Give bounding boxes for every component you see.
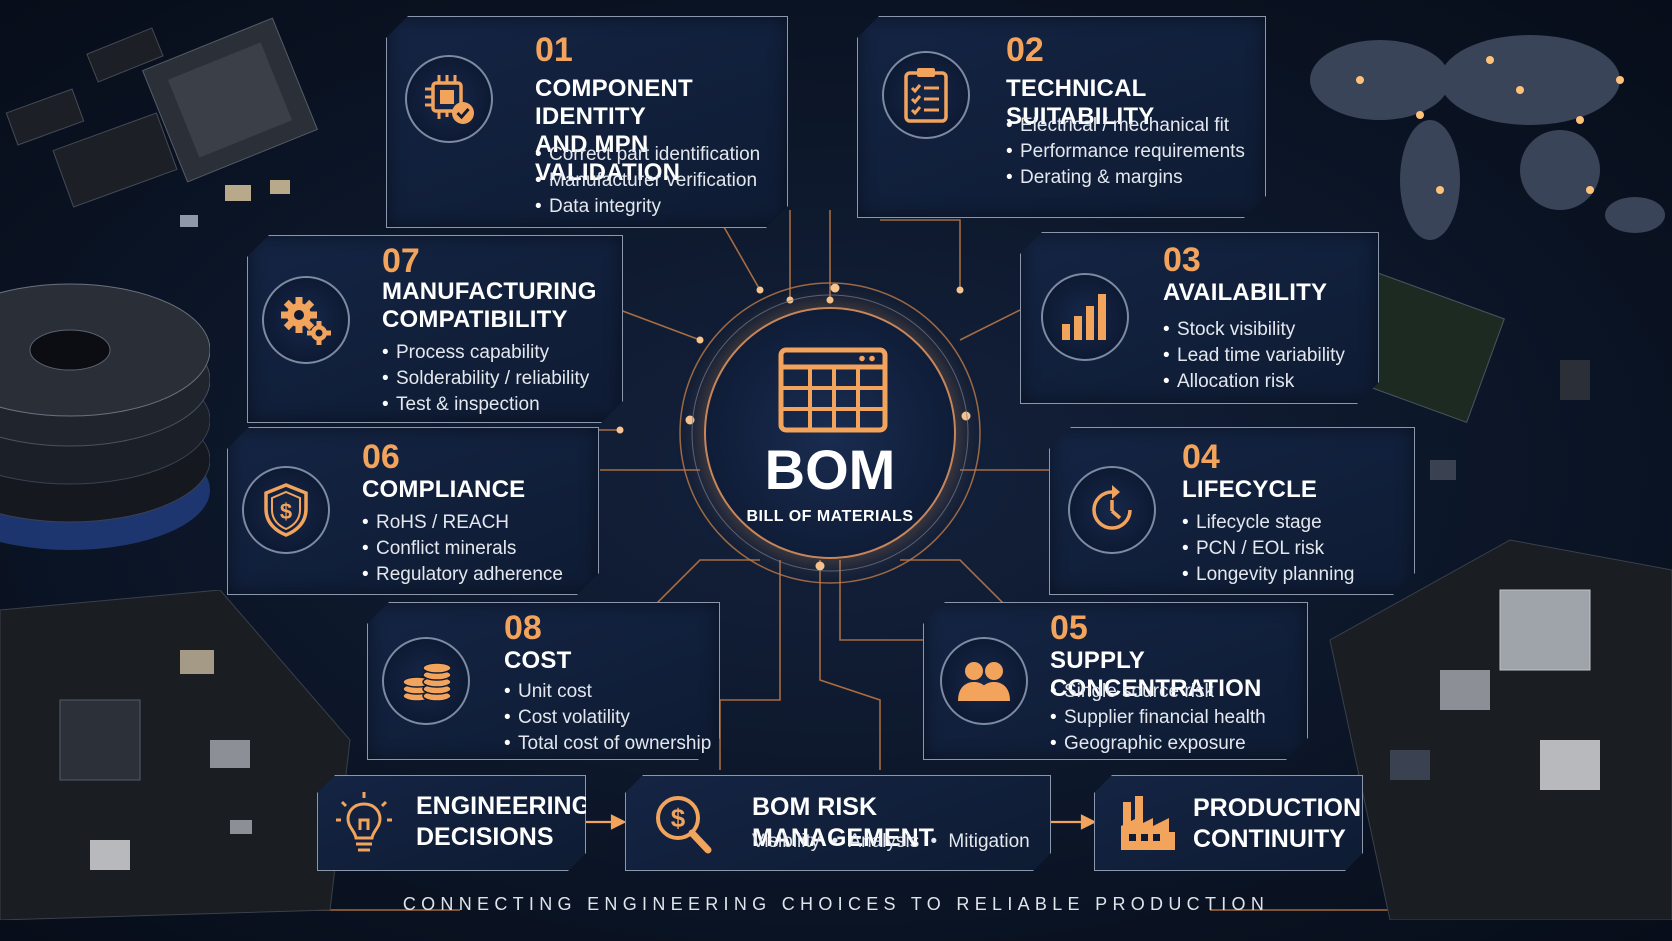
shield-dollar-icon: $ [260, 481, 312, 539]
card-08-title: COST [504, 647, 572, 674]
card-04-lifecycle: 04 LIFECYCLE Lifecycle stage PCN / EOL r… [1049, 427, 1415, 595]
card-04-title: LIFECYCLE [1182, 476, 1318, 503]
list-item: PCN / EOL risk [1182, 536, 1354, 562]
bar-chart-icon [1058, 290, 1112, 344]
lightbulb-icon [336, 792, 392, 858]
svg-text:$: $ [280, 499, 292, 524]
card-08-cost: 08 COST Unit cost Cost volatility Total … [367, 602, 720, 760]
list-item: Cost volatility [504, 705, 711, 731]
list-item: Electrical / mechanical fit [1006, 113, 1245, 139]
bom-risk-management-title: BOM RISK MANAGEMENT [752, 793, 934, 852]
card-05-list: Single source risk Supplier financial he… [1050, 679, 1266, 757]
list-item: Regulatory adherence [362, 562, 563, 588]
card-07-number: 07 [382, 242, 420, 280]
card-03-icon-ring [1041, 273, 1129, 361]
list-item: Geographic exposure [1050, 731, 1266, 757]
card-06-icon-ring: $ [242, 466, 330, 554]
gears-icon [277, 291, 335, 349]
footer-tagline: CONNECTING ENGINEERING CHOICES TO RELIAB… [402, 894, 1270, 914]
factory-icon [1119, 796, 1177, 852]
svg-text:$: $ [671, 803, 686, 833]
card-03-title: AVAILABILITY [1163, 279, 1328, 306]
card-01-list: Correct part identification Manufacturer… [535, 142, 760, 220]
list-item: Lead time variability [1163, 343, 1345, 369]
bom-subtitle: BILL OF MATERIALS [746, 508, 914, 525]
card-06-list: RoHS / REACH Conflict minerals Regulator… [362, 510, 563, 588]
list-item: RoHS / REACH [362, 510, 563, 536]
card-02-icon-ring [882, 51, 970, 139]
list-item: Stock visibility [1163, 317, 1345, 343]
list-item: Supplier financial health [1050, 705, 1266, 731]
list-item: Performance requirements [1006, 139, 1245, 165]
world-map-decoration [1310, 35, 1665, 240]
clock-cycle-icon [1084, 482, 1140, 538]
card-05-number: 05 [1050, 609, 1088, 647]
card-06-title: COMPLIANCE [362, 476, 526, 503]
card-03-availability: 03 AVAILABILITY Stock visibility Lead ti… [1020, 232, 1379, 404]
card-06-compliance: $ 06 COMPLIANCE RoHS / REACH Conflict mi… [227, 427, 599, 595]
card-04-list: Lifecycle stage PCN / EOL risk Longevity… [1182, 510, 1354, 588]
spreadsheet-icon [778, 347, 888, 433]
list-item: Correct part identification [535, 142, 760, 168]
card-07-list: Process capability Solderability / relia… [382, 340, 589, 418]
card-08-number: 08 [504, 609, 542, 647]
dollar-magnifier-icon: $ [652, 792, 714, 856]
list-item: Manufacturer verification [535, 168, 760, 194]
card-05-icon-ring [940, 637, 1028, 725]
card-07-icon-ring [262, 276, 350, 364]
card-03-number: 03 [1163, 241, 1201, 279]
card-04-icon-ring [1068, 466, 1156, 554]
chip-decoration-left [5, 17, 319, 227]
list-item: Data integrity [535, 194, 760, 220]
list-item: Derating & margins [1006, 165, 1245, 191]
card-02-technical-suitability: 02 TECHNICAL SUITABILITY Electrical / me… [857, 16, 1266, 218]
pcb-decoration-left [0, 590, 351, 920]
flow-bom-risk-management: $ BOM RISK MANAGEMENT Visibility • Analy… [625, 775, 1051, 871]
card-01-icon-ring [405, 55, 493, 143]
list-item: Lifecycle stage [1182, 510, 1354, 536]
card-03-list: Stock visibility Lead time variability A… [1163, 317, 1345, 395]
coins-icon [399, 656, 453, 706]
list-item: Process capability [382, 340, 589, 366]
list-item: Allocation risk [1163, 369, 1345, 395]
card-08-icon-ring [382, 637, 470, 725]
bom-center-hub: BOM BILL OF MATERIALS [704, 307, 956, 559]
card-08-list: Unit cost Cost volatility Total cost of … [504, 679, 711, 757]
card-05-supply-concentration: 05 SUPPLY CONCENTRATION Single source ri… [923, 602, 1308, 760]
list-item: Solderability / reliability [382, 366, 589, 392]
card-02-list: Electrical / mechanical fit Performance … [1006, 113, 1245, 191]
chip-check-icon [421, 71, 477, 127]
list-item: Total cost of ownership [504, 731, 711, 757]
list-item: Unit cost [504, 679, 711, 705]
list-item: Longevity planning [1182, 562, 1354, 588]
list-item: Single source risk [1050, 679, 1266, 705]
card-06-number: 06 [362, 438, 400, 476]
card-02-number: 02 [1006, 31, 1044, 69]
bom-title: BOM [764, 438, 896, 501]
list-item: Test & inspection [382, 392, 589, 418]
list-item: Conflict minerals [362, 536, 563, 562]
card-04-number: 04 [1182, 438, 1220, 476]
bom-risk-management-subline: Visibility • Analysis • Mitigation [752, 831, 1030, 852]
card-01-number: 01 [535, 31, 573, 69]
reel-decoration [0, 283, 210, 550]
people-icon [956, 659, 1012, 703]
clipboard-checklist-icon [898, 65, 954, 125]
